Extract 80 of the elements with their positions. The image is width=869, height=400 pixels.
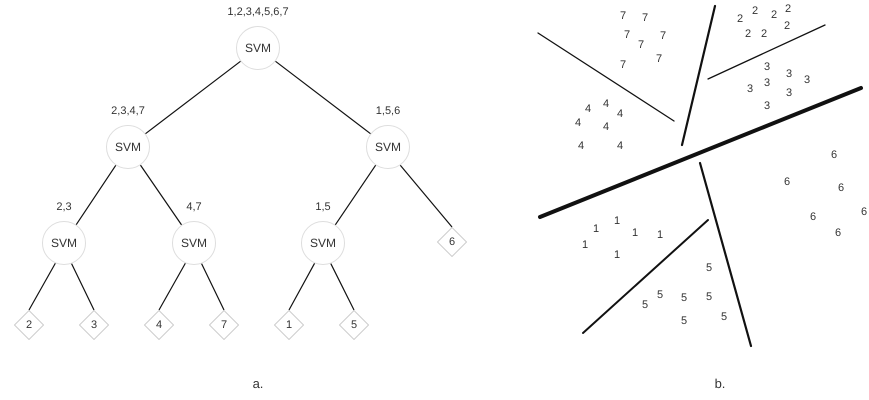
classifier-circle: SVM <box>172 221 216 265</box>
class-digit: 6 <box>834 227 842 239</box>
classifier-circle: SVM <box>106 125 150 169</box>
leaf-diamond: 2 <box>14 310 44 340</box>
connector-line <box>400 164 452 228</box>
class-digit: 7 <box>620 59 626 71</box>
class-digit: 2 <box>784 3 792 15</box>
class-digit: 1 <box>592 223 600 235</box>
connector-line <box>201 263 225 310</box>
connector-line <box>158 262 186 310</box>
connector-line <box>140 164 182 226</box>
class-digit: 4 <box>602 98 610 110</box>
class-digit: 7 <box>638 39 644 51</box>
class-digit: 3 <box>786 87 792 99</box>
leaf-diamond: 6 <box>437 227 467 257</box>
class-digit: 3 <box>764 61 770 73</box>
connector-line <box>76 164 116 226</box>
class-digit: 3 <box>746 83 754 95</box>
class-digit: 5 <box>706 262 712 274</box>
class-digit: 4 <box>584 103 592 115</box>
class-digit: 3 <box>764 100 770 112</box>
class-digit: 7 <box>624 29 630 41</box>
class-digit: 4 <box>578 140 584 152</box>
connector-line <box>330 263 355 310</box>
class-digit: 7 <box>656 53 662 65</box>
class-digit: 1 <box>582 239 588 251</box>
class-digit: 1 <box>656 229 664 241</box>
class-set-label: 1,2,3,4,5,6,7 <box>226 6 290 19</box>
class-digit: 7 <box>642 12 648 24</box>
connector-line <box>28 262 56 310</box>
class-set-label: 1,5 <box>314 201 332 214</box>
class-set-label: 2,3,4,7 <box>110 105 146 118</box>
class-digit: 7 <box>660 30 666 42</box>
class-set-label: 4,7 <box>185 201 203 214</box>
class-digit: 5 <box>642 299 648 311</box>
classifier-circle: SVM <box>236 26 280 70</box>
leaf-diamond: 3 <box>79 310 109 340</box>
class-digit: 2 <box>752 5 758 17</box>
class-digit: 6 <box>784 176 790 188</box>
panel-caption: a. <box>252 378 264 390</box>
class-digit: 2 <box>736 13 744 25</box>
class-set-label: 1,5,6 <box>374 105 402 118</box>
class-digit: 3 <box>804 74 810 86</box>
class-digit: 2 <box>760 28 768 40</box>
leaf-diamond: 5 <box>339 310 369 340</box>
class-digit: 5 <box>680 292 688 304</box>
class-digit: 7 <box>620 10 626 22</box>
class-digit: 5 <box>706 291 712 303</box>
class-digit: 4 <box>574 117 582 129</box>
class-digit: 3 <box>764 77 770 89</box>
connector-line <box>71 263 95 310</box>
panel-caption: b. <box>714 378 726 390</box>
class-digit: 2 <box>784 20 790 32</box>
connector-line <box>145 60 241 134</box>
class-digit: 5 <box>656 289 664 301</box>
class-digit: 1 <box>632 227 638 239</box>
class-digit: 4 <box>602 121 610 133</box>
class-digit: 5 <box>680 315 688 327</box>
class-digit: 2 <box>744 28 752 40</box>
connector-line <box>275 60 371 134</box>
class-digit: 2 <box>770 9 778 21</box>
class-digit: 4 <box>616 140 624 152</box>
class-digit: 6 <box>830 149 838 161</box>
leaf-diamond: 1 <box>274 310 304 340</box>
class-digit: 6 <box>860 206 868 218</box>
leaf-diamond: 4 <box>144 310 174 340</box>
leaf-diamond: 7 <box>209 310 239 340</box>
class-digit: 1 <box>614 249 620 261</box>
class-digit: 5 <box>720 311 728 323</box>
class-digit: 6 <box>838 182 844 194</box>
class-digit: 1 <box>614 215 620 227</box>
class-digit: 3 <box>786 68 792 80</box>
class-digit: 6 <box>810 211 816 223</box>
classifier-circle: SVM <box>301 221 345 265</box>
connector-line <box>288 263 316 310</box>
class-digit: 4 <box>616 108 624 120</box>
connector-line <box>334 164 376 226</box>
class-set-label: 2,3 <box>55 201 73 214</box>
classifier-circle: SVM <box>366 125 410 169</box>
classifier-circle: SVM <box>42 221 86 265</box>
